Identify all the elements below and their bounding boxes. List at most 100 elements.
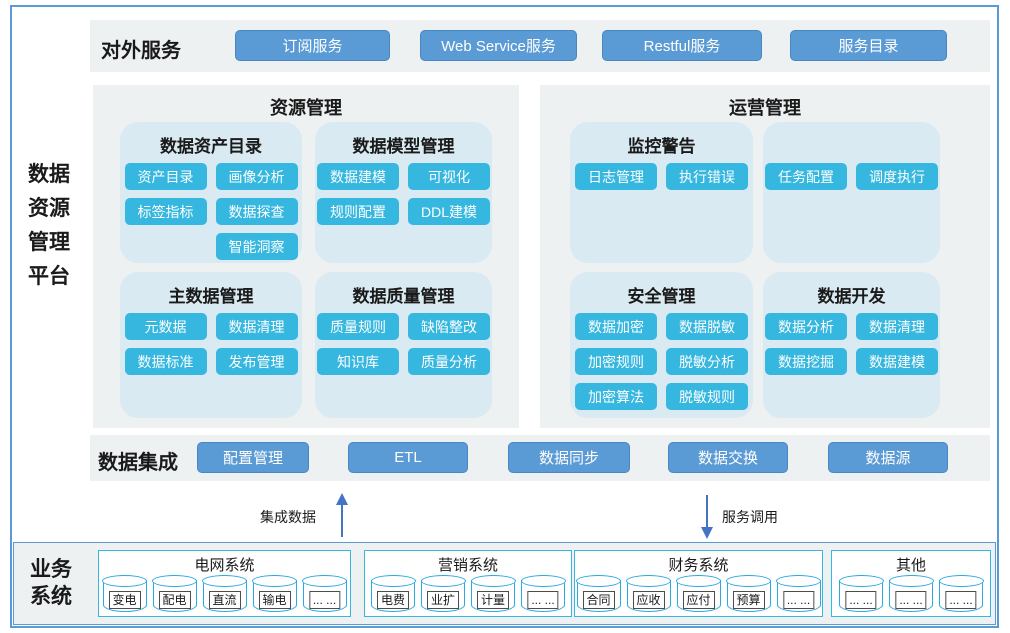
module-button[interactable]: 数据分析 [765, 313, 847, 340]
module-grid: 任务配置 调度执行 [763, 163, 940, 190]
module-button[interactable]: 智能洞察 [215, 233, 298, 260]
database-cylinder-icon: 合同 [576, 575, 621, 612]
module-grid: 数据加密 数据脱敏 加密规则 脱敏分析 加密算法 脱敏规则 [570, 313, 753, 410]
database-cylinder-icon: ... ... [938, 575, 984, 612]
group-data-quality-management: 数据质量管理 质量规则 缺陷整改 知识库 质量分析 [315, 272, 492, 418]
business-systems-label: 业务 系统 [30, 556, 72, 610]
integration-button-exchange[interactable]: 数据交换 [668, 442, 788, 473]
module-button[interactable]: 缺陷整改 [408, 313, 490, 340]
db-label: ... ... [527, 591, 559, 609]
group-title: 数据开发 [817, 287, 886, 306]
db-label: 计量 [476, 591, 510, 609]
module-button[interactable]: 调度执行 [856, 163, 938, 190]
database-cylinder-icon: 电费 [370, 575, 416, 612]
service-button-subscribe[interactable]: 订阅服务 [235, 30, 390, 61]
module-button[interactable]: 资产目录 [124, 163, 207, 190]
db-label: 预算 [732, 591, 765, 609]
db-label: ... ... [945, 591, 977, 609]
module-button[interactable]: 数据建模 [856, 348, 938, 375]
service-button-webservice[interactable]: Web Service服务 [420, 30, 577, 61]
module-button[interactable]: 质量规则 [317, 313, 399, 340]
group-security-management: 安全管理 数据加密 数据脱敏 加密规则 脱敏分析 加密算法 脱敏规则 [570, 272, 753, 418]
module-button[interactable]: 规则配置 [317, 198, 399, 225]
system-box-other: 其他 ... ... ... ... ... ... [831, 550, 991, 617]
system-title: 其他 [895, 557, 926, 574]
module-grid: 日志管理 执行错误 [570, 163, 753, 190]
module-button[interactable]: 数据标准 [124, 348, 207, 375]
db-label: ... ... [895, 591, 927, 609]
operations-management-panel: 运营管理 监控警告 日志管理 执行错误 任务配置 调度执行 安全管理 数据加密 … [540, 85, 990, 428]
module-button[interactable]: 数据挖掘 [765, 348, 847, 375]
module-button[interactable]: 数据建模 [317, 163, 399, 190]
group-data-development: 数据开发 数据分析 数据清理 数据挖掘 数据建模 [763, 272, 940, 418]
db-label: ... ... [845, 591, 877, 609]
service-button-restful[interactable]: Restful服务 [602, 30, 762, 61]
database-cylinder-icon: 应收 [626, 575, 671, 612]
module-grid: 质量规则 缺陷整改 知识库 质量分析 [315, 313, 492, 375]
database-cylinder-icon: 应付 [676, 575, 721, 612]
arrow-down-icon [701, 495, 713, 539]
cylinder-row: 合同 应收 应付 预算 ... ... [575, 575, 822, 612]
module-grid: 资产目录 画像分析 标签指标 数据探查 智能洞察 [120, 163, 302, 260]
platform-title: 数据 资源 管理 平台 [28, 158, 80, 294]
module-button[interactable]: 脱敏规则 [666, 383, 748, 410]
module-button[interactable]: 数据清理 [856, 313, 938, 340]
module-button[interactable]: 质量分析 [408, 348, 490, 375]
db-label: 输电 [258, 591, 291, 609]
group-title: 安全管理 [627, 287, 696, 306]
service-button-catalog[interactable]: 服务目录 [790, 30, 947, 61]
module-grid: 数据分析 数据清理 数据挖掘 数据建模 [763, 313, 940, 375]
business-systems-section: 业务 系统 电网系统 变电 配电 直流 输电 ... ... 营销系统 电费 业… [13, 542, 996, 625]
db-label: 电费 [376, 591, 410, 609]
module-button[interactable]: 画像分析 [215, 163, 298, 190]
system-title: 营销系统 [437, 557, 498, 574]
module-button[interactable]: 元数据 [124, 313, 207, 340]
system-box-marketing: 营销系统 电费 业扩 计量 ... ... [364, 550, 572, 617]
module-button[interactable]: 知识库 [317, 348, 399, 375]
database-cylinder-icon: 计量 [470, 575, 516, 612]
integration-button-source[interactable]: 数据源 [828, 442, 948, 473]
business-systems-label-line: 业务 [30, 558, 72, 581]
db-label: 合同 [582, 591, 615, 609]
flow-label-service-call: 服务调用 [722, 509, 778, 525]
module-grid: 元数据 数据清理 数据标准 发布管理 [120, 313, 302, 375]
module-button[interactable]: 数据清理 [215, 313, 298, 340]
db-label: 配电 [158, 591, 191, 609]
module-button[interactable]: 任务配置 [765, 163, 847, 190]
external-services-row: 对外服务 订阅服务 Web Service服务 Restful服务 服务目录 [90, 20, 990, 72]
database-cylinder-icon: 预算 [726, 575, 771, 612]
integration-button-config[interactable]: 配置管理 [197, 442, 309, 473]
arrow-up-icon [336, 493, 348, 537]
module-button[interactable]: DDL建模 [408, 198, 490, 225]
cylinder-row: ... ... ... ... ... ... [832, 575, 990, 612]
module-button[interactable]: 数据脱敏 [666, 313, 748, 340]
system-box-finance: 财务系统 合同 应收 应付 预算 ... ... [574, 550, 823, 617]
module-button[interactable]: 加密规则 [575, 348, 657, 375]
db-label: ... ... [782, 591, 815, 609]
database-cylinder-icon: ... ... [888, 575, 934, 612]
module-button[interactable]: 发布管理 [215, 348, 298, 375]
db-label: 应收 [632, 591, 665, 609]
module-button[interactable]: 执行错误 [666, 163, 748, 190]
data-integration-label: 数据集成 [98, 452, 178, 474]
integration-button-sync[interactable]: 数据同步 [508, 442, 630, 473]
module-button[interactable]: 数据加密 [575, 313, 657, 340]
db-label: 应付 [682, 591, 715, 609]
group-master-data-management: 主数据管理 元数据 数据清理 数据标准 发布管理 [120, 272, 302, 418]
module-button[interactable]: 脱敏分析 [666, 348, 748, 375]
module-button[interactable]: 日志管理 [575, 163, 657, 190]
db-label: 业扩 [426, 591, 460, 609]
integration-button-etl[interactable]: ETL [348, 442, 468, 473]
database-cylinder-icon: ... ... [838, 575, 884, 612]
platform-title-line: 管理 [28, 231, 70, 254]
external-services-label: 对外服务 [101, 40, 181, 62]
data-integration-row: 数据集成 配置管理 ETL 数据同步 数据交换 数据源 [90, 435, 990, 481]
module-button[interactable]: 标签指标 [124, 198, 207, 225]
module-button[interactable]: 可视化 [408, 163, 490, 190]
group-title: 数据质量管理 [352, 287, 455, 306]
module-button[interactable]: 数据探查 [215, 198, 298, 225]
database-cylinder-icon: ... ... [302, 575, 347, 612]
database-cylinder-icon: ... ... [520, 575, 566, 612]
db-label: 直流 [208, 591, 241, 609]
module-button[interactable]: 加密算法 [575, 383, 657, 410]
